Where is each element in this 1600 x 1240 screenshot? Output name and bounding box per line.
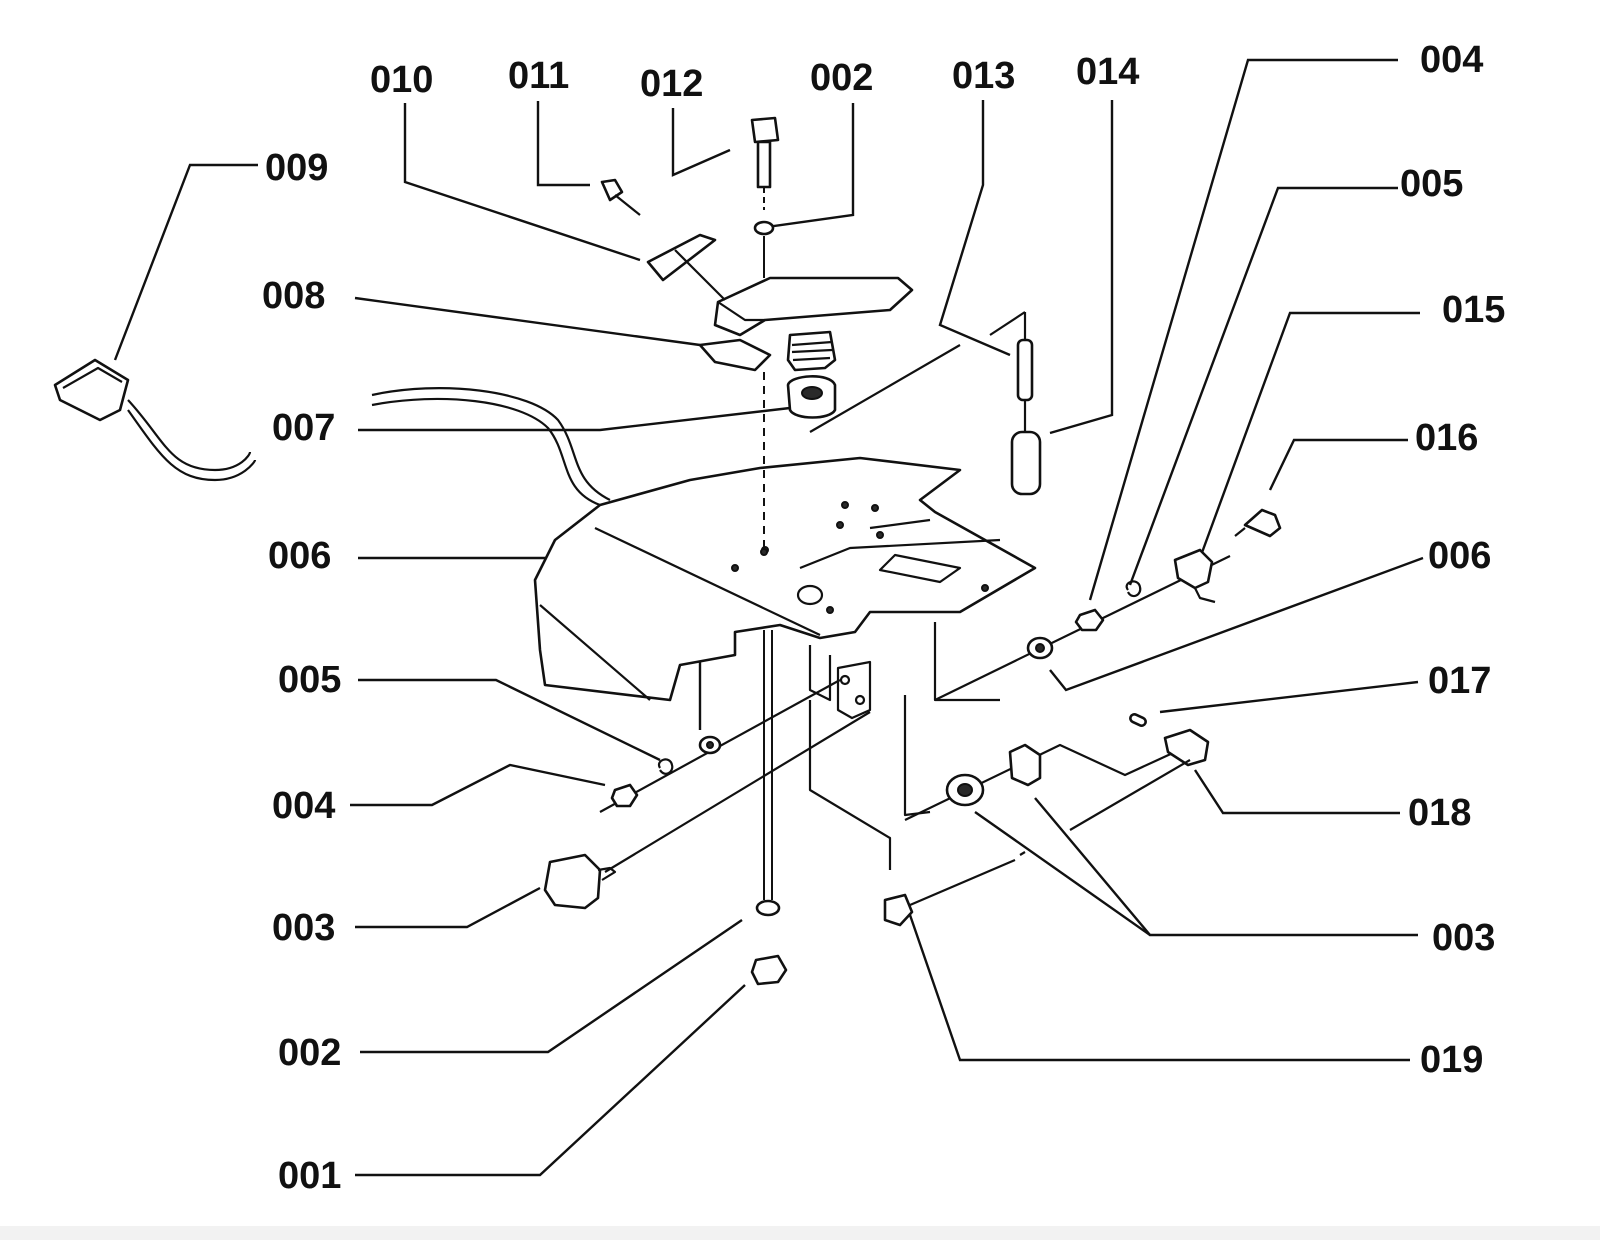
label-007: 007 xyxy=(272,407,335,449)
label-003-left: 003 xyxy=(272,907,335,949)
label-005-left: 005 xyxy=(278,659,341,701)
leader-004-left xyxy=(350,763,606,807)
label-004-top: 004 xyxy=(1420,39,1483,81)
leader-003-right-b xyxy=(974,811,1151,936)
leader-019 xyxy=(908,914,1410,1062)
label-019: 019 xyxy=(1420,1039,1483,1081)
leader-007 xyxy=(358,406,791,432)
leader-015 xyxy=(1198,311,1420,559)
part-labels: 010 011 012 002 013 014 004 009 005 008 … xyxy=(262,39,1505,1197)
leader-016 xyxy=(1268,438,1408,491)
base-plate xyxy=(533,456,1037,870)
label-016: 016 xyxy=(1415,417,1478,459)
label-017: 017 xyxy=(1428,660,1491,702)
label-006-right: 006 xyxy=(1428,535,1491,577)
leader-010 xyxy=(403,103,641,262)
label-010: 010 xyxy=(370,59,433,101)
leader-012 xyxy=(671,108,731,177)
pedal-assembly xyxy=(600,116,1042,496)
label-011: 011 xyxy=(508,55,569,97)
cable-009 xyxy=(53,358,611,507)
leader-006-right xyxy=(1049,556,1424,692)
label-001: 001 xyxy=(278,1155,341,1197)
leader-011 xyxy=(536,101,590,187)
leader-001 xyxy=(355,984,746,1177)
bottom-strip xyxy=(0,1226,1600,1240)
label-018: 018 xyxy=(1408,792,1471,834)
leader-002-bottom xyxy=(360,919,743,1054)
leader-005-right xyxy=(1128,186,1398,586)
right-shaft xyxy=(883,508,1282,927)
label-015: 015 xyxy=(1442,289,1505,331)
label-012: 012 xyxy=(640,63,703,105)
label-004-left: 004 xyxy=(272,785,335,827)
label-006-left: 006 xyxy=(268,535,331,577)
leader-013 xyxy=(938,100,1011,357)
label-005-right: 005 xyxy=(1400,163,1463,205)
label-009: 009 xyxy=(265,147,328,189)
leader-008 xyxy=(354,296,701,347)
leader-004-top xyxy=(1088,58,1398,601)
central-axis xyxy=(750,187,788,986)
leader-018 xyxy=(1193,769,1400,815)
label-014: 014 xyxy=(1076,51,1139,93)
leader-017 xyxy=(1159,680,1419,714)
leader-014 xyxy=(1049,100,1114,435)
leader-003-right xyxy=(1034,797,1418,937)
label-008: 008 xyxy=(262,275,325,317)
leader-005-left xyxy=(358,678,661,762)
leader-003-left xyxy=(355,886,541,929)
leader-009 xyxy=(113,163,258,361)
label-002-bottom: 002 xyxy=(278,1032,341,1074)
label-013: 013 xyxy=(952,55,1015,97)
leader-002-top xyxy=(759,103,855,230)
left-shaft xyxy=(543,679,871,910)
label-003-right: 003 xyxy=(1432,917,1495,959)
label-002-top: 002 xyxy=(810,57,873,99)
